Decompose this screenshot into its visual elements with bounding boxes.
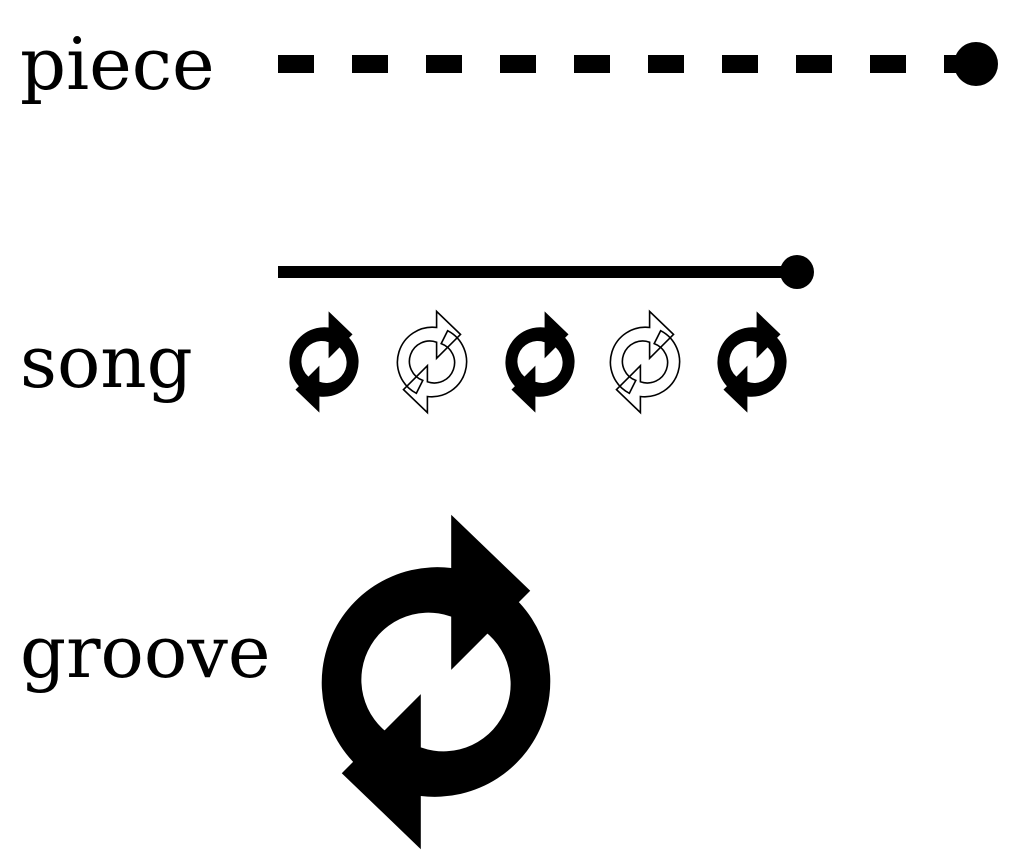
- loop-arrows-icon: [505, 311, 575, 413]
- piece-end-dot: [954, 42, 998, 86]
- loop-arrows-icon: [289, 311, 359, 413]
- song-end-dot: [780, 255, 814, 289]
- loop-arrows-icon: [321, 514, 551, 850]
- groove-loop: [321, 514, 551, 850]
- loop-arrows-icon: [717, 311, 787, 413]
- piece-label: piece: [20, 22, 215, 106]
- groove-label: groove: [20, 610, 271, 694]
- song-timeline: [278, 255, 814, 289]
- song-label: song: [20, 320, 193, 404]
- loop-arrows-icon: [610, 311, 679, 412]
- song-loop-row: [289, 311, 787, 413]
- loop-arrows-icon: [397, 311, 466, 412]
- piece-timeline: [278, 42, 998, 86]
